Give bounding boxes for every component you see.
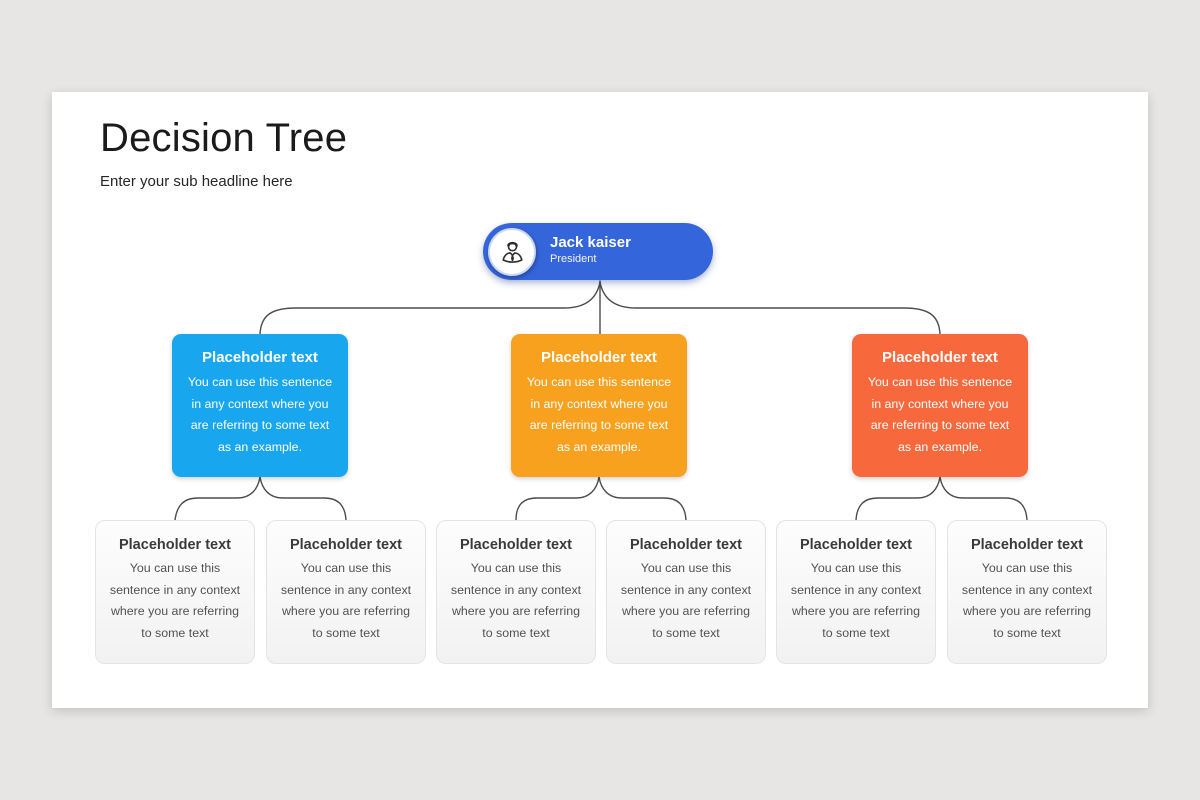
branch-body: You can use this sentence in any context…: [526, 375, 672, 454]
branch-title: Placeholder text: [541, 349, 657, 366]
page-title: Decision Tree: [100, 116, 348, 160]
page-subtitle: Enter your sub headline here: [100, 173, 293, 190]
leaf-title: Placeholder text: [118, 537, 231, 553]
branch-node-3: Placeholder text You can use this senten…: [852, 334, 1028, 477]
branch-node-2: Placeholder text You can use this senten…: [511, 334, 687, 477]
branch-body: You can use this sentence in any context…: [867, 375, 1013, 454]
root-node: Jack kaiser President: [483, 223, 713, 280]
leaf-node-3: Placeholder text You can use this senten…: [436, 520, 596, 664]
root-node-text: Jack kaiser President: [550, 233, 631, 267]
root-node-role: President: [550, 253, 597, 265]
branch-node-1: Placeholder text You can use this senten…: [172, 334, 348, 477]
leaf-node-4: Placeholder text You can use this senten…: [606, 520, 766, 664]
leaf-node-5: Placeholder text You can use this senten…: [776, 520, 936, 664]
branch-body: You can use this sentence in any context…: [187, 375, 333, 454]
leaf-node-6: Placeholder text You can use this senten…: [947, 520, 1107, 664]
avatar: [488, 227, 536, 276]
leaf-node-1: Placeholder text You can use this senten…: [95, 520, 255, 664]
leaf-title: Placeholder text: [970, 537, 1083, 553]
leaf-body: You can use this sentence in any context…: [109, 561, 241, 640]
leaf-title: Placeholder text: [629, 537, 742, 553]
root-node-name: Jack kaiser: [550, 234, 631, 251]
branch-title: Placeholder text: [202, 349, 318, 366]
slide: Decision Tree Enter your sub headline he…: [52, 92, 1148, 708]
leaf-body: You can use this sentence in any context…: [790, 561, 922, 640]
leaf-body: You can use this sentence in any context…: [280, 561, 412, 640]
leaf-body: You can use this sentence in any context…: [450, 561, 582, 640]
leaf-title: Placeholder text: [459, 537, 572, 553]
leaf-title: Placeholder text: [289, 537, 402, 553]
person-icon: [501, 241, 523, 263]
branch-title: Placeholder text: [882, 349, 998, 366]
leaf-body: You can use this sentence in any context…: [620, 561, 752, 640]
leaf-node-2: Placeholder text You can use this senten…: [266, 520, 426, 664]
leaf-body: You can use this sentence in any context…: [961, 561, 1093, 640]
leaf-title: Placeholder text: [799, 537, 912, 553]
